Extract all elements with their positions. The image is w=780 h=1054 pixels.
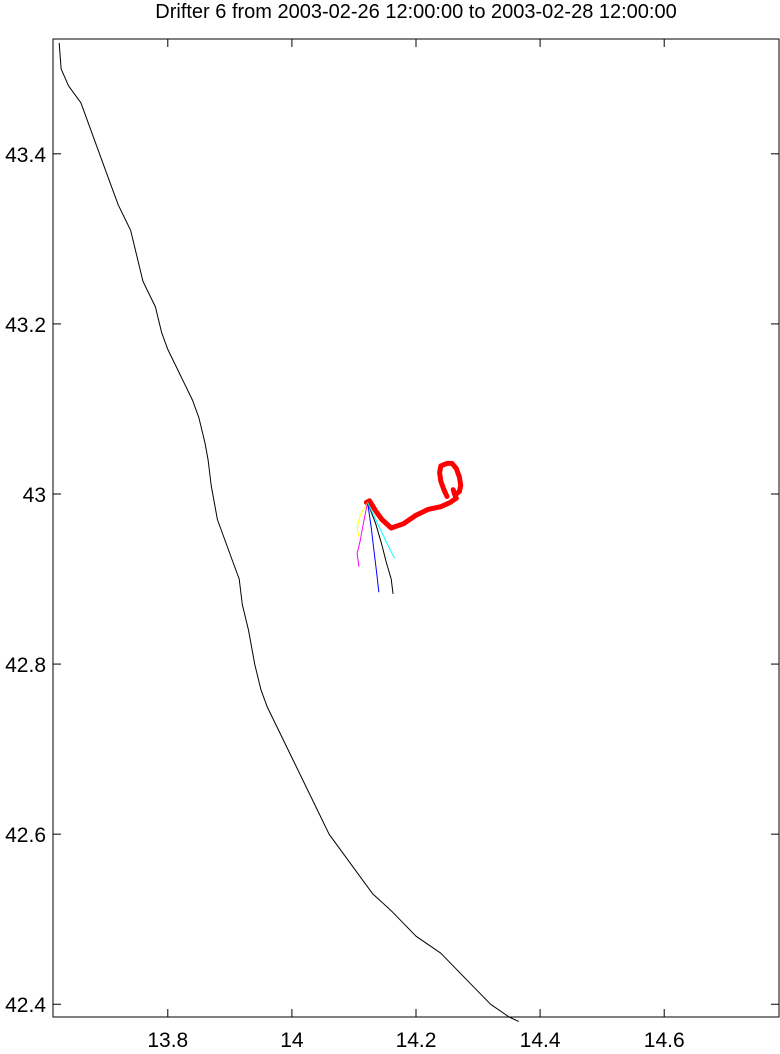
x-tick-label: 14.4 (520, 1029, 561, 1052)
y-axis: 42.4 42.6 42.8 43 43.2 43.4 (5, 144, 779, 1017)
chart-title: Drifter 6 from 2003-02-26 12:00:00 to 20… (155, 1, 676, 23)
y-tick-label: 43 (23, 484, 46, 507)
model-track-line-5 (367, 502, 380, 593)
y-tick-label: 42.4 (5, 994, 46, 1017)
model-track-line-7 (367, 502, 395, 559)
plot-area (52, 38, 780, 1018)
drifter-track-line-2 (437, 460, 464, 499)
y-tick-label: 42.8 (5, 654, 46, 677)
drifter-track-line-1 (363, 487, 459, 531)
coastline-line-0 (58, 42, 519, 1022)
x-tick-label: 13.8 (147, 1029, 188, 1052)
model-track-line-6 (367, 502, 394, 594)
x-tick-label: 14 (280, 1029, 304, 1052)
plot-content (58, 42, 519, 1022)
y-tick-label: 42.6 (5, 824, 46, 847)
y-tick-label: 43.2 (5, 314, 46, 337)
x-tick-label: 14.2 (396, 1029, 437, 1052)
x-axis: 13.8 14 14.2 14.4 14.6 (147, 39, 685, 1052)
x-tick-label: 14.6 (644, 1029, 685, 1052)
model-track-line-4 (356, 502, 369, 567)
y-tick-label: 43.4 (5, 144, 46, 167)
model-track-line-3 (356, 502, 369, 537)
